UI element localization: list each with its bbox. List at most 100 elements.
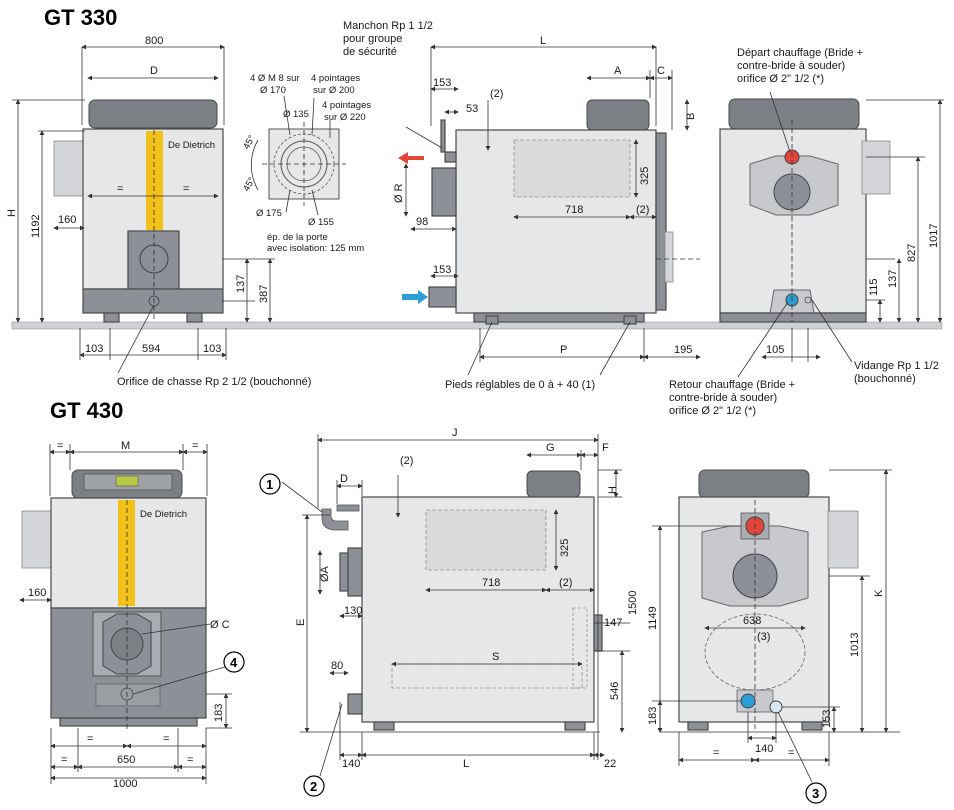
dim-105: 105 [766,344,784,356]
dim-650: 650 [117,754,135,766]
dim-387: 387 [258,285,270,303]
flange-l6: 4 pointages [322,100,371,111]
bubble-3 [805,782,827,804]
dim-e: E [295,619,307,626]
note-2-top: (2) [490,88,503,100]
dim-160-430: 160 [28,587,46,599]
gt430-rear-view: K 1500 1149 638 (3) 1013 183 153 140 = =… [627,469,900,804]
gt430-front-view: De Dietrich = M = 160 Ø C [19,440,245,790]
flange-a45a: 45° [241,133,258,151]
dim-325: 325 [639,167,651,185]
title-gt330: GT 330 [44,5,117,30]
label-depart-3: orifice Ø 2" 1/2 (*) [737,73,824,85]
flange-note1: ép. de la porte [267,232,328,243]
gt330-side-view: Manchon Rp 1 1/2 pour groupe de sécurité… [343,20,701,391]
dim-325-430: 325 [559,539,571,557]
eq-left: = [117,183,123,195]
dim-g: G [546,442,555,454]
note-2-mid: (2) [636,204,649,216]
logo-de-dietrich-330: De Dietrich [168,140,215,151]
dim-a-430: ØA [319,565,331,582]
dim-h-430: H [607,486,619,494]
label-manchon-1: Manchon Rp 1 1/2 [343,20,433,32]
dim-147: 147 [604,617,622,629]
label-vidange-1: Vidange Rp 1 1/2 [854,360,939,372]
label-depart-2: contre-bride à souder) [737,60,845,72]
label-depart-1: Départ chauffage (Bride + [737,47,863,59]
dim-718: 718 [565,204,583,216]
flange-l3: 4 pointages [311,73,360,84]
dim-153-top: 153 [433,77,451,89]
dim-1192: 1192 [30,214,42,238]
flange-l1: 4 Ø M 8 sur [250,73,300,84]
bubble-4 [223,651,245,673]
dim-115: 115 [868,278,880,296]
dim-183-front: 183 [213,704,225,722]
label-manchon-3: de sécurité [343,46,397,58]
dim-l-top: L [540,35,546,47]
dim-800: 800 [145,35,163,47]
dim-j: J [452,427,458,439]
note-2-top-430: (2) [400,455,413,467]
flange-l7: sur Ø 220 [324,112,366,123]
dim-594: 594 [142,343,160,355]
label-retour-3: orifice Ø 2" 1/2 (*) [669,405,756,417]
gt430-side-view: J G F H D (2) 1 ØA 325 718 (2) E 130 147… [259,427,630,797]
bubble-1-label: 1 [266,477,273,492]
dim-103-left: 103 [85,343,103,355]
dim-140-side: 140 [342,758,360,770]
dim-1500: 1500 [627,591,639,615]
label-retour-2: contre-bride à souder) [669,392,777,404]
dim-153-bottom: 153 [433,264,451,276]
dim-137: 137 [235,275,247,293]
dim-98: 98 [416,216,428,228]
dim-546: 546 [609,682,621,700]
dim-d: D [150,65,158,77]
eq-rear-right: = [788,747,794,759]
eq-low-left: = [61,754,67,766]
dim-r: Ø R [393,183,405,203]
dim-140-rear: 140 [755,743,773,755]
dim-a: A [614,65,622,77]
flange-note2: avec isolation: 125 mm [267,243,364,254]
dim-f: F [602,442,609,454]
dim-103-right: 103 [203,343,221,355]
dim-195: 195 [674,344,692,356]
eq-low-right: = [187,754,193,766]
dim-c: Ø C [210,619,230,631]
dim-153-rear: 153 [821,710,833,728]
bubble-2-label: 2 [310,779,317,794]
dim-160: 160 [58,214,76,226]
dim-l-430: L [463,758,469,770]
bubble-2 [303,775,325,797]
eq-mid-right: = [163,733,169,745]
bubble-1 [259,473,281,495]
eq-right: = [183,183,189,195]
gt330-rear-view: Départ chauffage (Bride + contre-bride à… [669,47,944,417]
flange-d155: Ø 155 [308,217,334,228]
dim-s: S [492,651,499,663]
dim-p: P [560,344,567,356]
label-retour-1: Retour chauffage (Bride + [669,379,795,391]
flange-l5: Ø 135 [283,109,309,120]
dim-718-430: 718 [482,577,500,589]
title-gt430: GT 430 [50,398,123,423]
flange-l4: sur Ø 200 [313,85,355,96]
dim-1149: 1149 [647,606,659,630]
ground-line-top [11,321,943,330]
dim-m: M [121,440,130,452]
dim-d-430: D [340,473,348,485]
dim-c: C [657,65,665,77]
dim-183-rear: 183 [647,707,659,725]
dim-k: K [873,589,885,597]
eq-m-right: = [192,440,198,452]
dim-80: 80 [331,660,343,672]
flange-l2: Ø 170 [260,85,286,96]
dim-1017: 1017 [928,224,940,248]
dim-137-rear: 137 [887,270,899,288]
logo-de-dietrich-430: De Dietrich [140,509,187,520]
dim-1013: 1013 [849,633,861,657]
bubble-3-label: 3 [812,786,819,801]
dim-827: 827 [906,244,918,262]
